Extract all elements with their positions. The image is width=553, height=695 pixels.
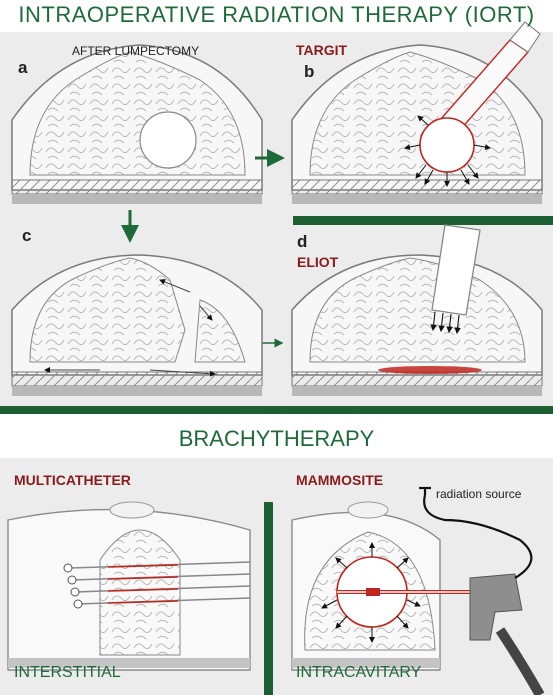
divider-bar (0, 406, 553, 414)
mammosite-illustration (291, 486, 545, 695)
multicatheter-label: MULTICATHETER (14, 472, 131, 488)
panel-a-caption: AFTER LUMPECTOMY (72, 44, 200, 58)
divider-bar-vertical (264, 502, 273, 695)
interstitial-label: INTERSTITIAL (14, 664, 121, 681)
multicatheter-illustration (7, 501, 251, 671)
breast-panel-d (291, 224, 543, 396)
mammosite-label: MAMMOSITE (296, 472, 384, 488)
panel-b-letter: b (304, 62, 315, 81)
diagram-title: INTRAOPERATIVE RADIATION THERAPY (IORT) (18, 2, 535, 27)
intracavitary-label: INTRACAVITARY (296, 664, 422, 681)
panel-d-letter: d (297, 232, 308, 251)
panel-b-name: TARGIT (296, 42, 348, 58)
panel-d-name: ELIOT (297, 254, 339, 270)
divider-bar-right (293, 216, 553, 225)
panel-a-letter: a (18, 58, 28, 77)
panel-c-letter: c (22, 226, 32, 245)
breast-panel-b (291, 21, 543, 204)
breast-panel-c (11, 254, 263, 396)
radiation-source-label: radiation source (436, 487, 522, 501)
breast-panel-a (11, 44, 263, 204)
brachytherapy-title: BRACHYTHERAPY (178, 426, 375, 451)
